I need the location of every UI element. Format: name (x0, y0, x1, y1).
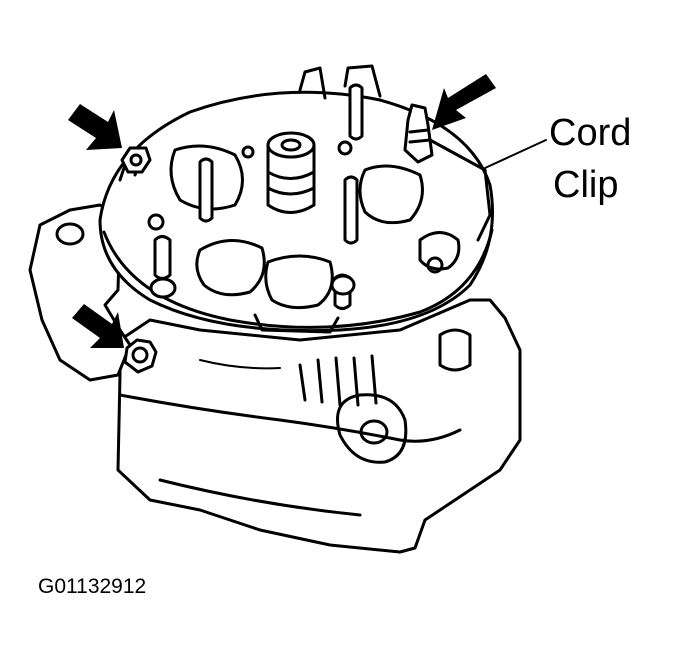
callout-leader-line (484, 139, 547, 169)
terminal-studs (149, 83, 364, 310)
arrow-upper-right (432, 74, 496, 130)
figure-id-label: G01132912 (38, 575, 147, 598)
mounting-bolts (120, 146, 158, 374)
center-shaft (266, 131, 316, 214)
cord-clip (403, 103, 492, 242)
arrow-lower-left (72, 304, 124, 348)
arrow-upper-left (68, 104, 122, 150)
cord-clip-label-line2: Clip (553, 164, 619, 206)
cord-clip-label-line1: Cord (549, 112, 632, 154)
